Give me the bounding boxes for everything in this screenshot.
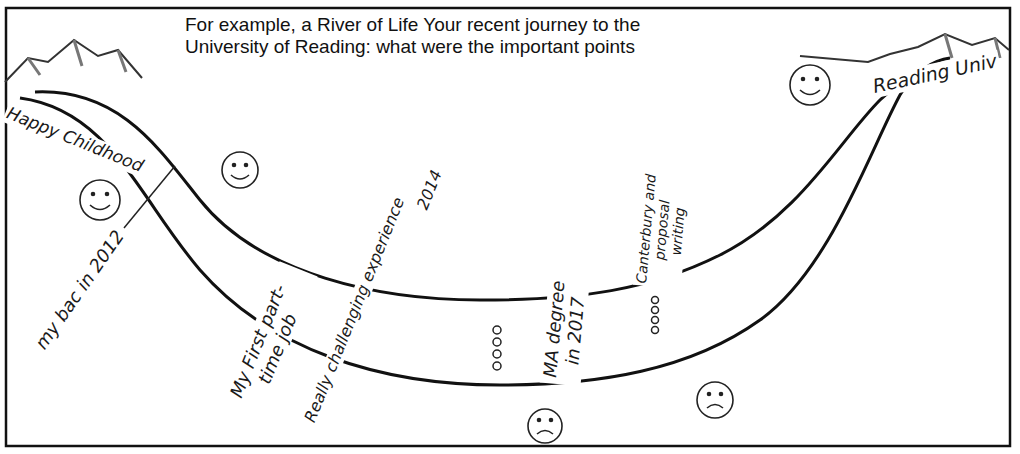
handwritten-note: Reading Univ [869, 50, 1001, 98]
happy-face [80, 180, 120, 220]
frame [6, 8, 1010, 446]
leader-line [124, 166, 175, 228]
handwritten-note: Really challenging experience [301, 193, 410, 427]
mountain-shading [28, 40, 126, 75]
happy-face [222, 152, 258, 188]
sad-face [697, 382, 733, 418]
river-bank [35, 70, 960, 300]
mountain-left [5, 40, 142, 82]
river-bank [20, 58, 950, 385]
handwritten-note: Happy Childhood [2, 103, 148, 177]
handwritten-note: 2014 [413, 166, 447, 214]
handwritten-note: Canterbury and proposal writing [633, 171, 691, 289]
title: For example, a River of Life Your recent… [185, 14, 665, 58]
happy-face [790, 65, 830, 105]
handwritten-note: MA degree in 2017 [540, 274, 591, 386]
handwritten-note: my bac in 2012 [30, 225, 129, 355]
sad-face [528, 409, 562, 443]
